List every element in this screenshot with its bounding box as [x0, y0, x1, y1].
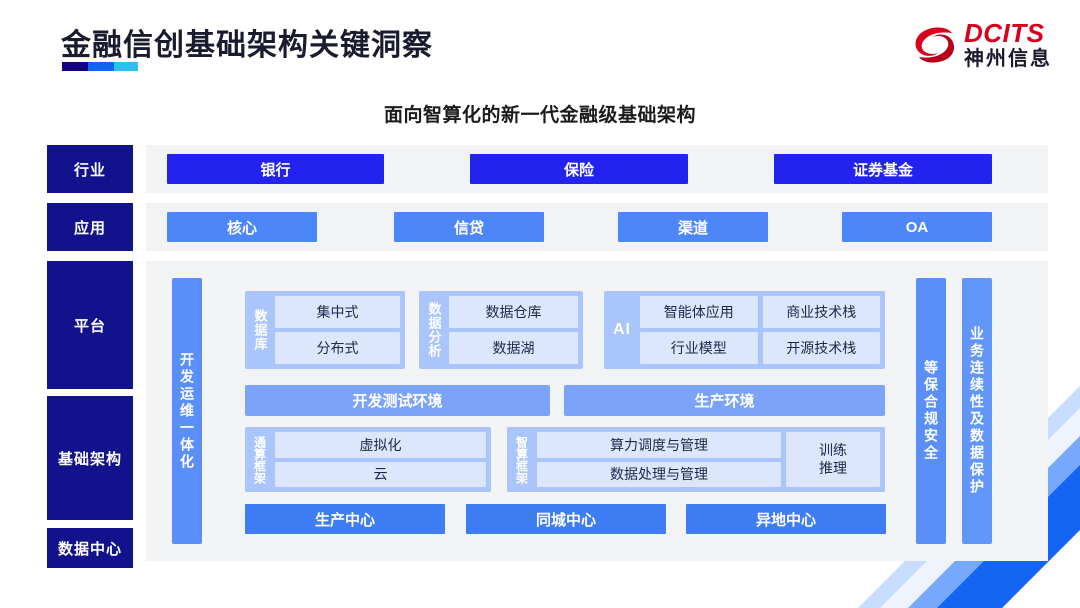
cell-data-lake[interactable]: 数据湖: [449, 332, 578, 364]
industry-chip-securities[interactable]: 证券基金: [774, 154, 992, 184]
group-ai[interactable]: AI 智能体应用 行业模型 商业技术栈 开源技术栈: [604, 291, 885, 369]
rail-label-application: 应用: [47, 203, 133, 251]
vertical-bar-devops[interactable]: 开发运维一体化: [172, 278, 202, 544]
group-data-analytics[interactable]: 数据分析 数据仓库 数据湖: [419, 291, 583, 369]
group-label-ai-compute-framework: 智算框架: [514, 435, 529, 484]
group-general-compute-framework[interactable]: 通算框架 虚拟化 云: [245, 427, 491, 492]
env-bar-dev-test[interactable]: 开发测试环境: [245, 385, 550, 416]
rail-label-industry: 行业: [47, 145, 133, 193]
group-database[interactable]: 数据库 集中式 分布式: [245, 291, 405, 369]
cell-opensource-tech-stack[interactable]: 开源技术栈: [762, 332, 880, 364]
accent-segment-3: [114, 62, 138, 71]
vertical-bar-continuity-data-protection[interactable]: 业务连续性及数据保护: [962, 278, 992, 544]
datacenter-chip-remote[interactable]: 异地中心: [686, 504, 886, 534]
rail-label-platform: 平台: [47, 261, 133, 389]
group-ai-compute-framework[interactable]: 智算框架 算力调度与管理 数据处理与管理 训练 推理: [507, 427, 885, 492]
env-bar-production[interactable]: 生产环境: [564, 385, 885, 416]
application-chip-channel[interactable]: 渠道: [618, 212, 768, 242]
cell-industry-model[interactable]: 行业模型: [640, 332, 758, 364]
cell-virtualization[interactable]: 虚拟化: [275, 432, 486, 458]
rail-label-datacenter: 数据中心: [47, 528, 133, 568]
logo-cn-text: 神州信息: [964, 48, 1052, 70]
group-label-data-analytics: 数据分析: [426, 302, 442, 358]
cell-training-inference[interactable]: 训练 推理: [786, 432, 880, 487]
cell-data-warehouse[interactable]: 数据仓库: [449, 296, 578, 328]
cell-cloud[interactable]: 云: [275, 461, 486, 487]
cell-centralized[interactable]: 集中式: [275, 296, 400, 328]
industry-chip-insurance[interactable]: 保险: [470, 154, 688, 184]
logo-en-text: DCITS: [964, 18, 1045, 48]
accent-segment-1: [62, 62, 88, 71]
datacenter-chip-production[interactable]: 生产中心: [245, 504, 445, 534]
brand-logo: DCITS 神州信息: [911, 20, 1052, 69]
page-title: 金融信创基础架构关键洞察: [61, 29, 433, 62]
application-chip-oa[interactable]: OA: [842, 212, 992, 242]
vertical-bar-compliance-security[interactable]: 等保合规安全: [916, 278, 946, 544]
rail-label-infrastructure: 基础架构: [47, 396, 133, 520]
cell-data-processing[interactable]: 数据处理与管理: [537, 461, 782, 487]
cell-commercial-tech-stack[interactable]: 商业技术栈: [762, 296, 880, 328]
application-chip-core[interactable]: 核心: [167, 212, 317, 242]
group-label-database: 数据库: [252, 309, 268, 351]
title-accent-bar: [62, 62, 138, 71]
section-subtitle: 面向智算化的新一代金融级基础架构: [383, 105, 696, 126]
cell-compute-scheduling[interactable]: 算力调度与管理: [537, 432, 782, 458]
accent-segment-2: [88, 62, 114, 71]
datacenter-chip-same-city[interactable]: 同城中心: [466, 504, 666, 534]
group-label-ai: AI: [613, 321, 631, 338]
group-label-general-compute-framework: 通算框架: [252, 435, 267, 484]
swirl-icon: [911, 22, 957, 68]
cell-distributed[interactable]: 分布式: [275, 332, 400, 364]
cell-agent-application[interactable]: 智能体应用: [640, 296, 758, 328]
application-chip-credit[interactable]: 信贷: [394, 212, 544, 242]
industry-chip-bank[interactable]: 银行: [167, 154, 384, 184]
